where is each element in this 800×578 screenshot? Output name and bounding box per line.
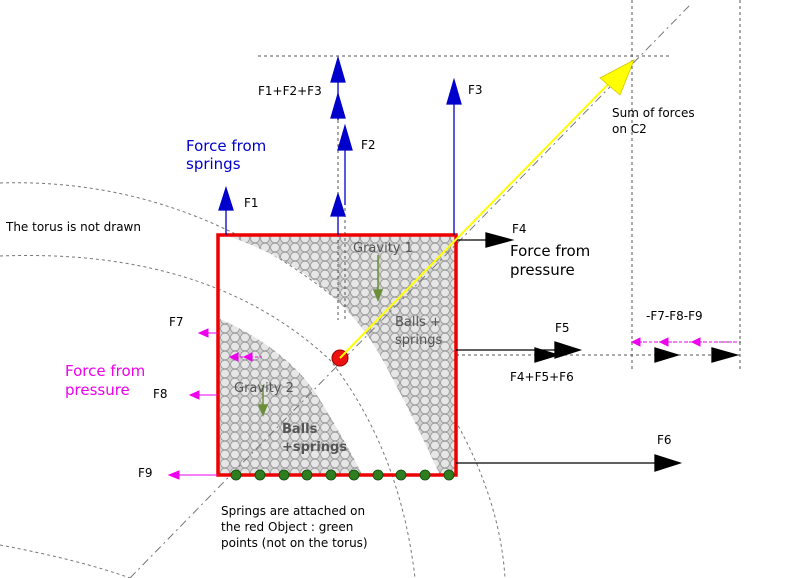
red-object	[216, 233, 458, 477]
f9-label: F9	[138, 466, 153, 480]
springs-note-line2: the red Object : green	[221, 520, 353, 534]
force-from-pressure-right-line2: pressure	[510, 261, 575, 279]
force-from-pressure-right-line1: Force from	[510, 242, 590, 260]
balls-region-lower	[218, 318, 363, 475]
force-from-springs-line1: Force from	[186, 137, 266, 155]
springs-note-line3: points (not on the torus)	[221, 536, 368, 550]
f1-label: F1	[244, 196, 259, 210]
f8-label: F8	[153, 387, 168, 401]
force-from-pressure-left-line2: pressure	[65, 381, 130, 399]
gravity-1-label: Gravity 1	[353, 241, 413, 256]
f3-label: F3	[468, 83, 483, 97]
sum-of-forces-line1: Sum of forces	[612, 106, 695, 120]
f2-label: F2	[361, 138, 376, 152]
sum-of-forces-line2: on C2	[612, 122, 647, 136]
balls-springs-2-line2: +springs	[282, 440, 347, 455]
balls-springs-2-line1: Balls	[282, 422, 318, 437]
pressure-forces-right	[456, 232, 740, 472]
pressure-forces-left	[167, 328, 738, 480]
neg-f7-f8-f9-label: -F7-F8-F9	[646, 309, 703, 323]
diagonal-axis	[129, 4, 691, 578]
balls-region-upper	[225, 235, 456, 475]
spring-points	[230, 469, 455, 481]
f1-f2-f3-label: F1+F2+F3	[258, 84, 322, 98]
f6-label: F6	[657, 433, 672, 447]
force-from-springs-line2: springs	[186, 155, 241, 173]
gravity-2-label: Gravity 2	[234, 381, 294, 396]
force-from-pressure-left-line1: Force from	[65, 362, 145, 380]
gravity-arrows	[257, 255, 384, 418]
torus-note: The torus is not drawn	[5, 220, 141, 234]
sum-force	[339, 59, 635, 359]
ball-regions	[218, 235, 456, 475]
f4-f5-f6-label: F4+F5+F6	[510, 370, 574, 384]
springs-forces	[218, 55, 462, 235]
springs-note-line1: Springs are attached on	[221, 504, 365, 518]
f5-label: F5	[555, 321, 570, 335]
f4-label: F4	[512, 222, 527, 236]
balls-springs-1-line1: Balls +	[395, 315, 441, 330]
f7-label: F7	[169, 315, 184, 329]
balls-springs-1-line2: springs	[395, 333, 442, 348]
